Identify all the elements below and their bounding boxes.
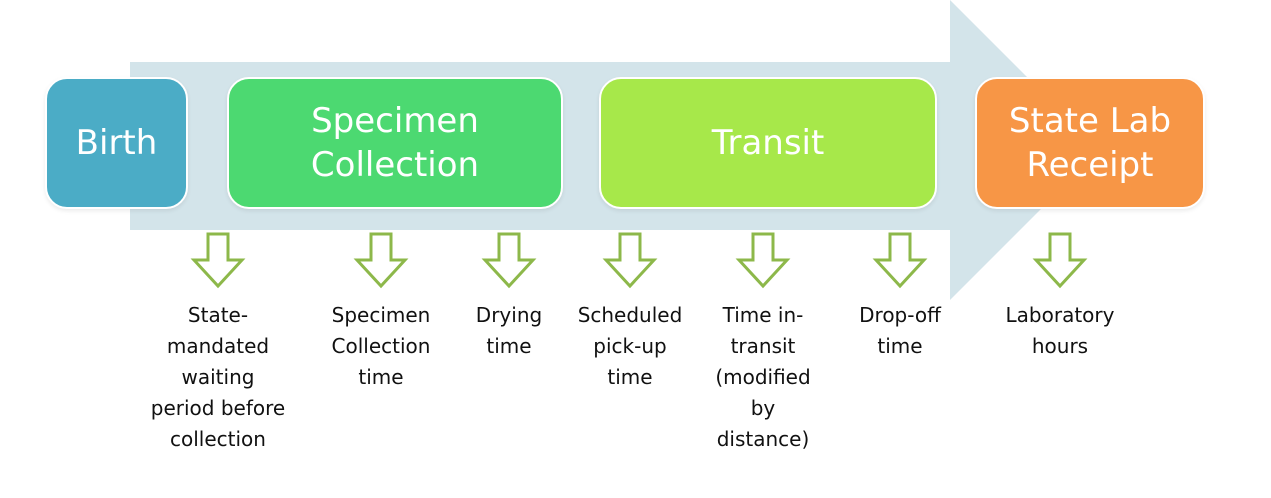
down-arrow-shape: [602, 232, 658, 289]
stage-state-lab-receipt: State Lab Receipt: [975, 77, 1205, 209]
down-arrow-icon: [353, 232, 409, 289]
stage-transit: Transit: [599, 77, 937, 209]
down-arrow-shape: [872, 232, 928, 289]
step-label-pickup-time: Scheduled pick-up time: [577, 303, 683, 389]
down-arrow-icon: [1032, 232, 1088, 289]
down-arrow-shape: [735, 232, 791, 289]
down-arrow-shape: [1032, 232, 1088, 289]
step-label-drying-time: Drying time: [475, 303, 543, 358]
stage-specimen-collection: Specimen Collection: [227, 77, 563, 209]
down-arrow-shape: [190, 232, 246, 289]
down-arrow-shape: [353, 232, 409, 289]
step-label-collection-time: Specimen Collection time: [331, 303, 431, 389]
step-label-in-transit-time: Time in- transit (modified by distance): [715, 303, 811, 451]
down-arrow-shape: [481, 232, 537, 289]
step-label-laboratory-hours: Laboratory hours: [1005, 303, 1115, 358]
down-arrow-icon: [481, 232, 537, 289]
step-label-dropoff-time: Drop-off time: [859, 303, 941, 358]
stage-state-lab-receipt-label: State Lab Receipt: [1008, 100, 1172, 185]
stage-specimen-collection-label: Specimen Collection: [310, 100, 480, 185]
step-label-waiting-period: State- mandated waiting period before co…: [150, 303, 286, 451]
down-arrow-icon: [602, 232, 658, 289]
down-arrow-icon: [735, 232, 791, 289]
stage-birth-label: Birth: [75, 122, 158, 163]
down-arrow-icon: [190, 232, 246, 289]
down-arrow-icon: [872, 232, 928, 289]
stage-birth: Birth: [45, 77, 188, 209]
stage-transit-label: Transit: [711, 122, 825, 163]
